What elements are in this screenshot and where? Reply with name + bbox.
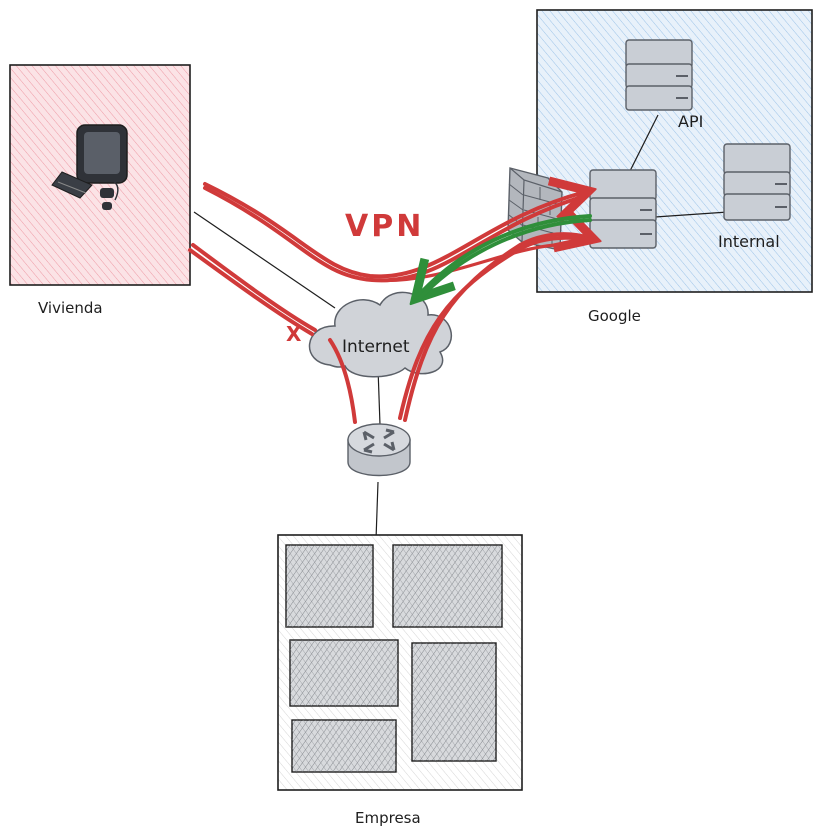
vivienda-label: Viviend­a <box>38 299 103 317</box>
google-links <box>627 114 729 218</box>
building-block <box>289 639 399 707</box>
internal-server-icon <box>723 143 791 221</box>
computer-icon <box>51 124 128 210</box>
building-block <box>411 642 497 762</box>
building-block <box>291 719 397 773</box>
api-label: API <box>678 112 703 131</box>
building-block <box>285 544 374 628</box>
vpn-label: VPN <box>345 209 424 244</box>
thin-links <box>193 211 381 541</box>
building-block <box>392 544 503 628</box>
google-label: Google <box>588 307 641 325</box>
return-path <box>418 214 592 298</box>
internet-label: Internet <box>342 337 410 357</box>
gateway-server-icon <box>589 169 657 249</box>
blocked-mark: X <box>286 322 302 346</box>
vpn-tunnel-alt <box>370 243 557 283</box>
internal-label: Internal <box>718 232 780 251</box>
blocked-path <box>188 243 317 336</box>
api-server-icon <box>625 39 693 111</box>
internet-cloud-icon <box>308 291 452 378</box>
router-icon <box>347 423 411 477</box>
empresa-building <box>277 534 523 791</box>
empresa-vpn-path <box>328 234 590 424</box>
empresa-label: Empresa <box>355 809 421 827</box>
